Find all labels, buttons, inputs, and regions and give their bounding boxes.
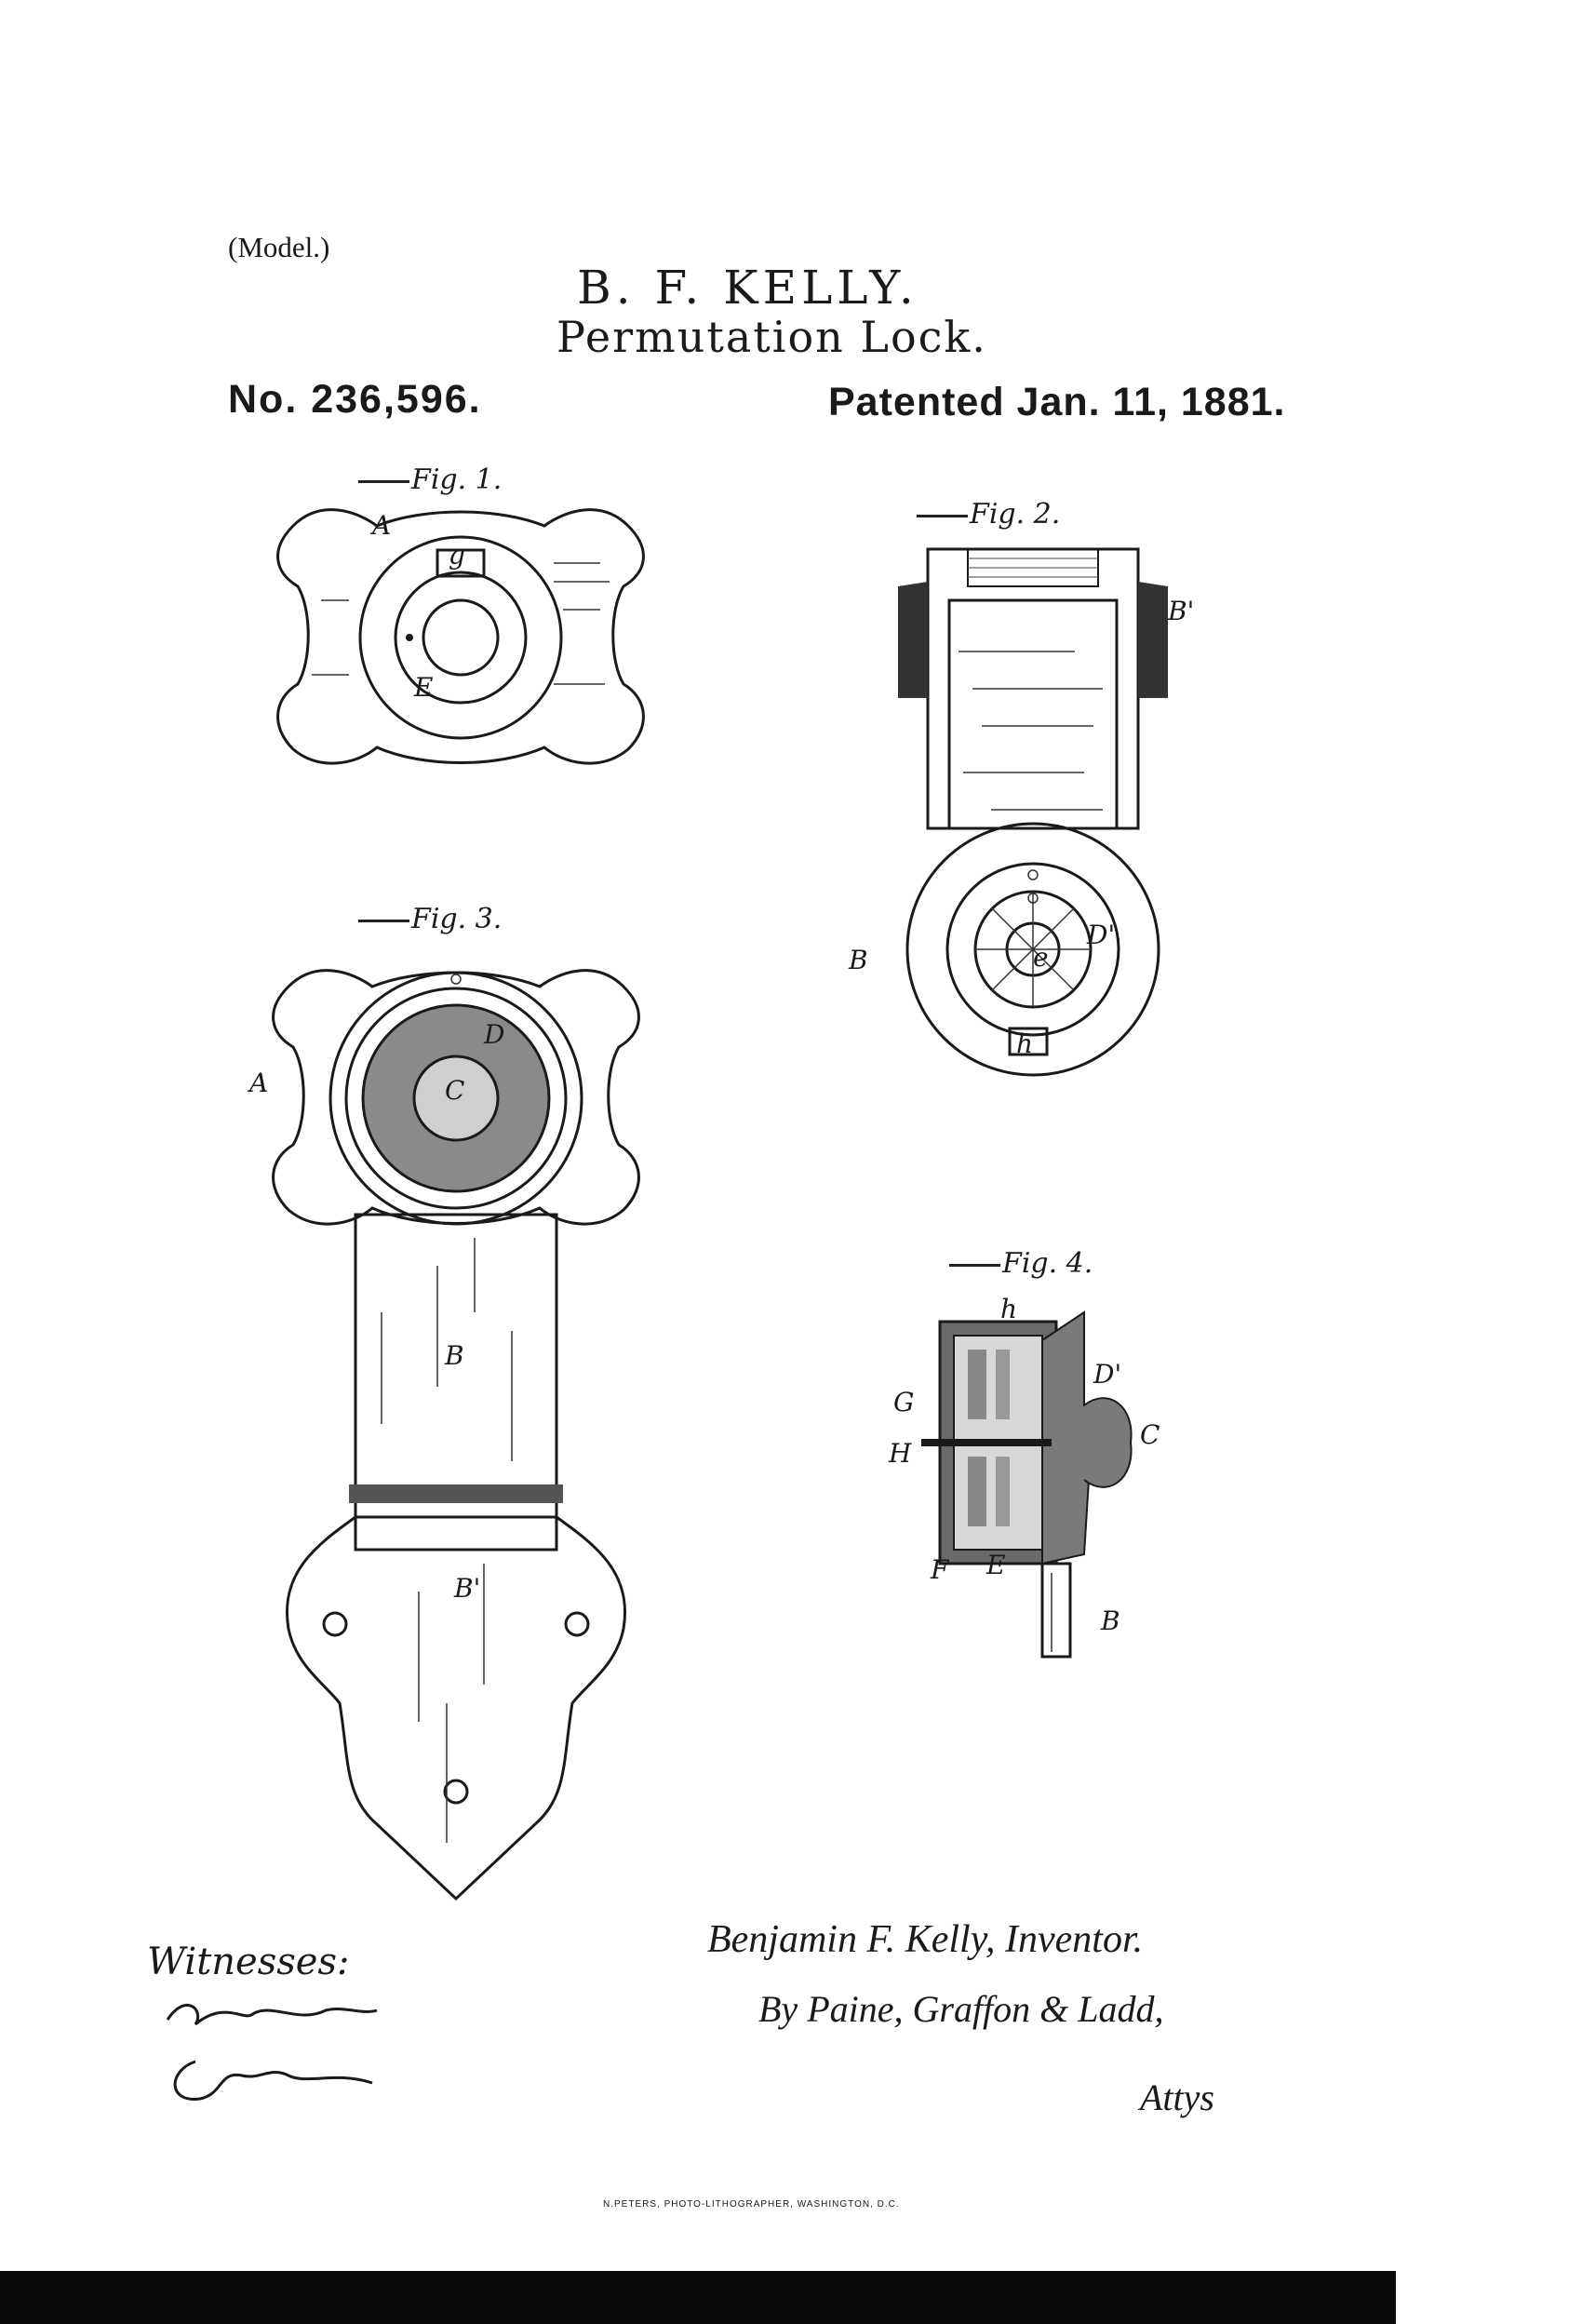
witnesses-label: Witnesses: — [147, 1941, 350, 1983]
fig4-drawing — [921, 1310, 1133, 1659]
fig2-label-b: B — [849, 945, 868, 975]
fig3-label-d: D — [484, 1019, 505, 1050]
fig4-label-e: E — [986, 1550, 1006, 1580]
fig3-label-c: C — [445, 1075, 465, 1106]
scan-border-bar — [0, 2271, 1396, 2324]
fig2-label-b-prime: B' — [1168, 596, 1195, 626]
inventor-signature: Benjamin F. Kelly, Inventor. — [707, 1918, 1144, 1961]
inventor-name: B. F. KELLY. — [577, 261, 918, 315]
fig4-label-b: B — [1101, 1605, 1120, 1636]
patent-number: No. 236,596. — [228, 377, 482, 422]
fig2-label-h: h — [1016, 1028, 1034, 1059]
fig3-label-b: B — [445, 1340, 464, 1371]
fig4-label-h: h — [1000, 1294, 1018, 1324]
witness-signatures — [166, 2003, 378, 2101]
fig4-label-c: C — [1140, 1419, 1160, 1450]
fig1-drawing — [276, 508, 645, 765]
fig1-caption: Fig. 1. — [358, 463, 502, 496]
fig3-caption: Fig. 3. — [358, 903, 502, 935]
fig2-label-d-prime: D' — [1087, 920, 1116, 950]
patent-title: Permutation Lock. — [556, 312, 987, 362]
fig4-label-g: G — [893, 1387, 915, 1417]
fig4-caption: Fig. 4. — [949, 1247, 1093, 1280]
fig4-label-f: F — [931, 1554, 949, 1585]
fig4-label-h-cap: H — [889, 1438, 912, 1469]
printer-credit: N.PETERS, PHOTO-LITHOGRAPHER, WASHINGTON… — [603, 2199, 900, 2210]
fig1-label-a: A — [372, 510, 392, 541]
fig3-label-a: A — [249, 1068, 269, 1098]
fig2-label-e: e — [1033, 942, 1049, 973]
patent-date: Patented Jan. 11, 1881. — [828, 380, 1286, 424]
attys-label: Attys — [1140, 2076, 1214, 2118]
fig2-caption: Fig. 2. — [917, 498, 1060, 531]
fig1-label-e: E — [414, 672, 434, 703]
attorney-signature: By Paine, Graffon & Ladd, — [758, 1988, 1164, 2030]
fig1-label-g: g — [449, 540, 465, 571]
fig3-drawing — [272, 969, 640, 1901]
fig4-label-d-prime: D' — [1093, 1359, 1122, 1390]
fig3-label-b-prime: B' — [454, 1573, 481, 1604]
model-label: (Model.) — [228, 231, 330, 263]
fig2-drawing — [898, 547, 1168, 1077]
